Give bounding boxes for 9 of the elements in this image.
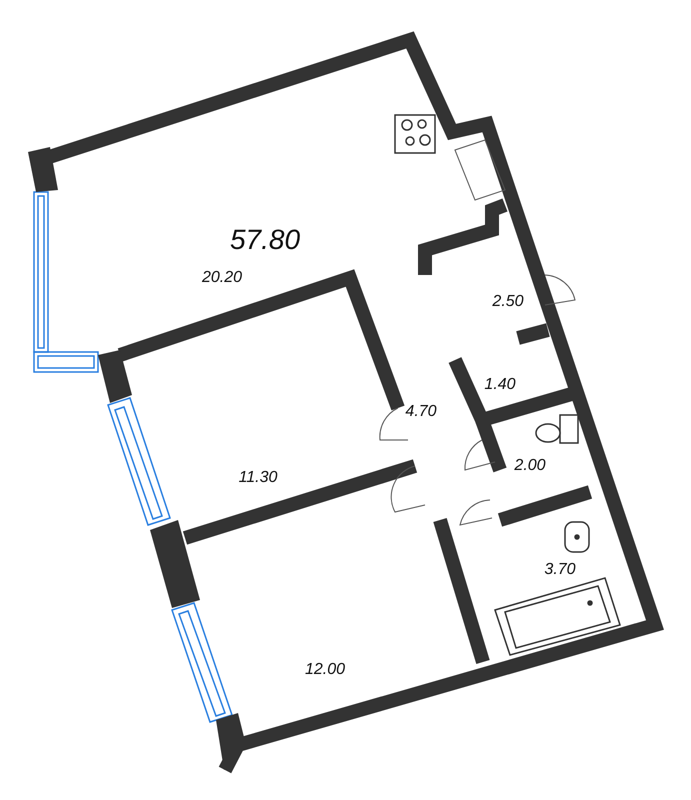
room-area-label: 2.50 [492, 293, 524, 311]
room-area-label: 3.70 [544, 561, 576, 579]
total-area-label: 57.80 [230, 224, 300, 256]
room-area-label: 12.00 [304, 661, 346, 679]
room-area-label: 11.30 [238, 469, 278, 487]
room-area-label: 2.00 [514, 457, 546, 475]
room-area-label: 20.20 [202, 269, 242, 287]
room-area-label: 1.40 [484, 376, 516, 394]
room-area-label: 4.70 [405, 403, 437, 421]
